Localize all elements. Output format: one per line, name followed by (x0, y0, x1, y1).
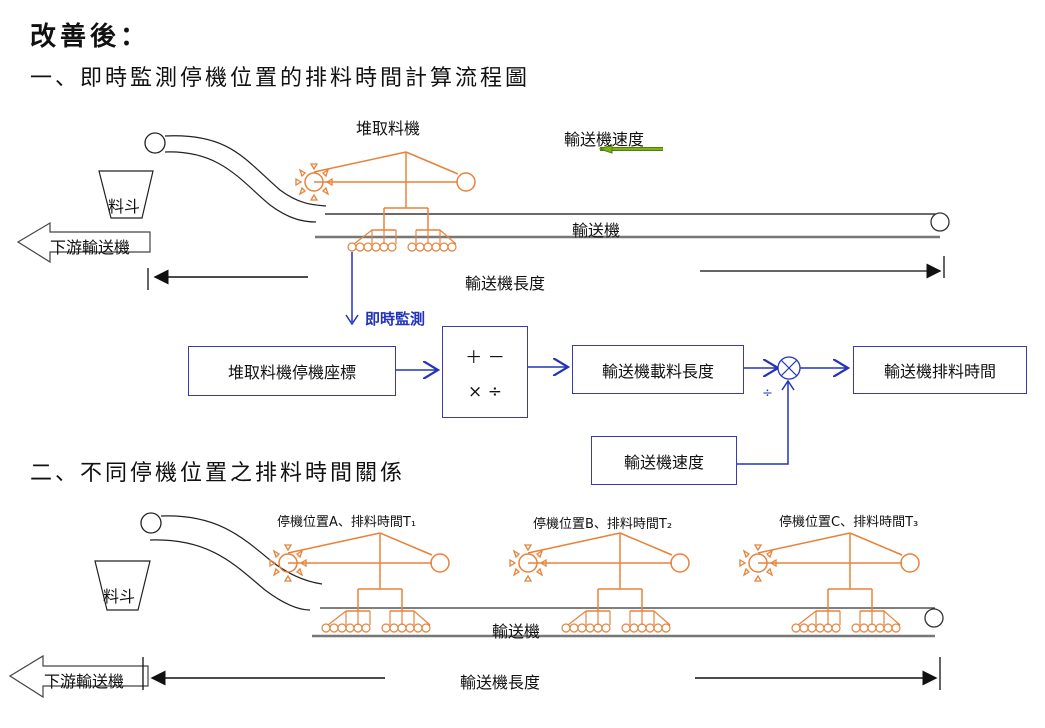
page-title: 改善後： (30, 22, 151, 52)
conveyor-length-label: 輸送機長度 (465, 274, 546, 293)
conveyor-label-2: 輸送機 (492, 622, 541, 641)
hopper-icon (98, 170, 154, 219)
stacker-c-icon (739, 532, 920, 633)
downstream-arrow-icon (16, 221, 151, 264)
stacker-a-icon (269, 532, 450, 633)
position-c-label: 停機位置C、排料時間T₃ (779, 515, 919, 530)
speed-box: 輸送機速度 (591, 436, 737, 485)
head-pulley-icon (144, 132, 166, 154)
stop-coordinate-text: 堆取料機停機座標 (227, 363, 356, 382)
section2-diagram (8, 512, 944, 699)
multiply-divide-ops: × ÷ (468, 381, 502, 402)
discharge-time-box: 輸送機排料時間 (853, 346, 1027, 394)
section1-diagram (16, 132, 950, 326)
load-length-text: 輸送機載料長度 (601, 361, 714, 381)
position-a-label: 停機位置A、排料時間T₁ (277, 515, 417, 530)
conveyor-length-label-2: 輸送機長度 (460, 673, 541, 692)
downstream-label-2: 下游輸送機 (44, 672, 125, 691)
load-length-box: 輸送機載料長度 (572, 345, 744, 394)
speed-box-text: 輸送機速度 (623, 452, 704, 472)
stop-coordinate-box: 堆取料機停機座標 (188, 346, 396, 396)
realtime-monitor-label: 即時監測 (365, 310, 426, 328)
stacker-label: 堆取料機 (356, 119, 421, 138)
speed-label: 輸送機速度 (564, 130, 645, 149)
divide-symbol: ÷ (762, 386, 773, 401)
section1-heading: 一、即時監測停機位置的排料時間計算流程圖 (30, 66, 531, 91)
flow-connectors (396, 356, 848, 465)
downstream-label: 下游輸送機 (50, 238, 131, 257)
section2-heading: 二、不同停機位置之排料時間關係 (30, 461, 406, 486)
hopper-label: 料斗 (108, 197, 141, 216)
conveyor-label: 輸送機 (572, 221, 621, 240)
hopper-label-2: 料斗 (103, 587, 136, 606)
discharge-time-text: 輸送機排料時間 (883, 362, 996, 381)
add-subtract-ops: ＋ － (465, 347, 505, 368)
position-b-label: 停機位置B、排料時間T₂ (533, 517, 673, 532)
tail-pulley-icon (930, 212, 950, 232)
arithmetic-box: ＋ － × ÷ (442, 326, 528, 418)
